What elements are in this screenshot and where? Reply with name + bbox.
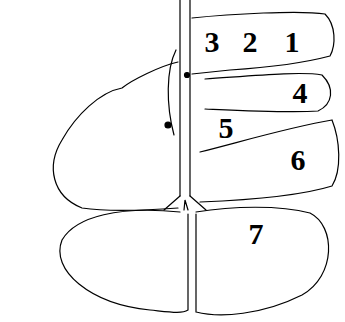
callout-number: 2 xyxy=(243,27,258,57)
vessel-dot xyxy=(185,73,190,78)
callout-number: 1 xyxy=(285,27,300,57)
callout-number: 5 xyxy=(219,113,234,143)
lobe-outline xyxy=(196,207,329,315)
vessel-dot xyxy=(165,122,171,128)
lobe-outline xyxy=(53,62,178,210)
callout-number: 6 xyxy=(291,145,306,175)
lobe-outline xyxy=(60,210,188,312)
callout-number: 3 xyxy=(205,27,220,57)
vessel-branch xyxy=(164,196,206,210)
segment-outline xyxy=(205,74,331,112)
callout-number: 7 xyxy=(249,219,264,249)
vessel-trunk xyxy=(180,0,190,196)
callout-number: 4 xyxy=(293,78,308,108)
segment-outline xyxy=(192,12,334,74)
